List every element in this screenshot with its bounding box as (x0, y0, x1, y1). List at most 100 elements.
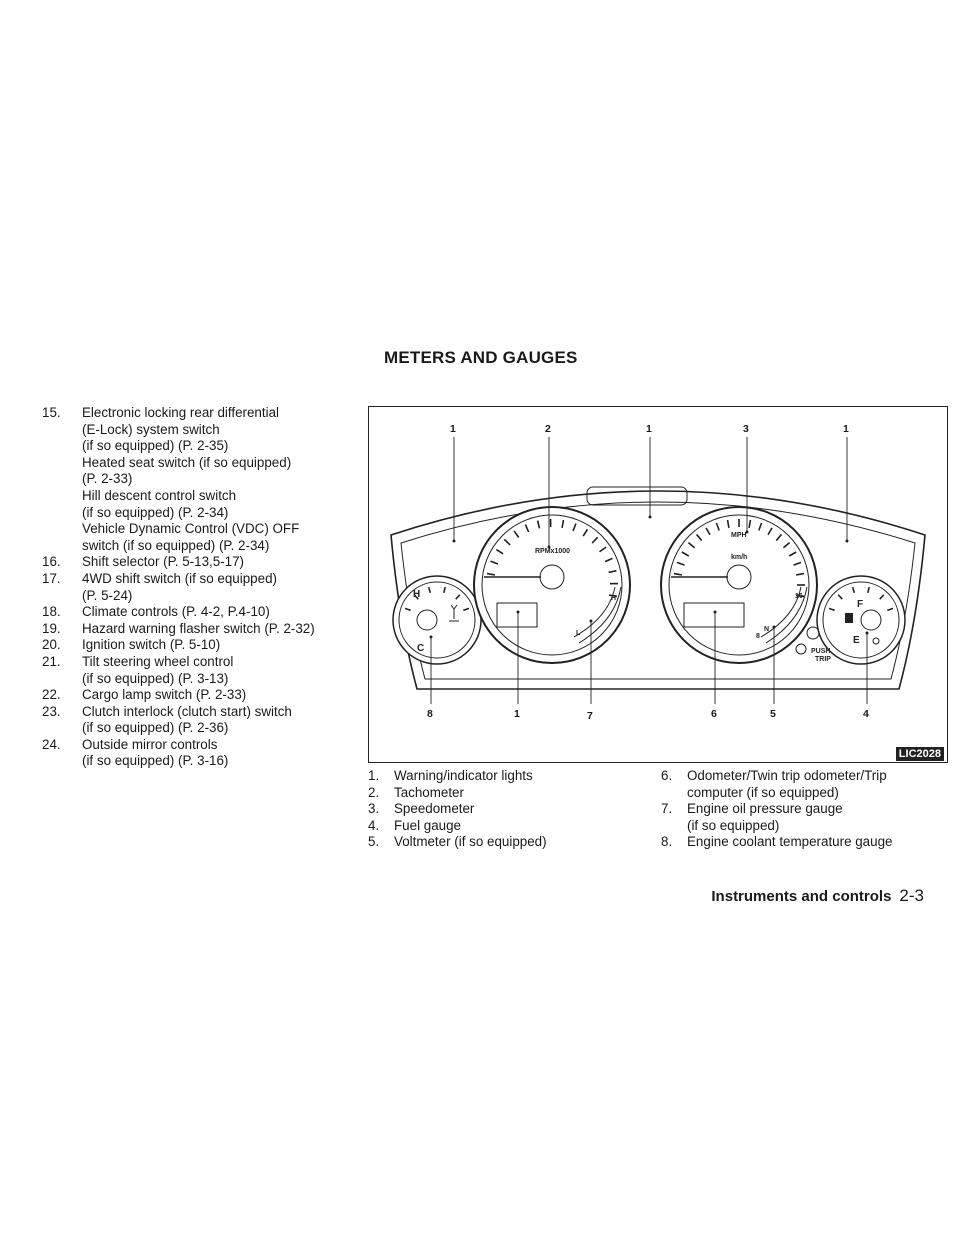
tachometer-dial (473, 506, 631, 664)
dial-tick (705, 527, 711, 536)
dial-tick (608, 594, 618, 598)
volt-n-label: N (764, 626, 769, 633)
legend-item-number: 2. (368, 784, 380, 800)
callout-top-1a: 1 (450, 423, 456, 435)
list-item-line: Climate controls (P. 4-2, P.4-10) (82, 604, 270, 620)
legend-item-number: 1. (368, 768, 380, 783)
callout-bottom-6: 6 (711, 708, 717, 720)
page-number: 2-3 (899, 886, 924, 905)
legend-item: 1.Warning/indicator lights (368, 768, 638, 785)
list-item-line: Heated seat switch (if so equipped) (82, 454, 292, 470)
list-item-line: switch (if so equipped) (P. 2-34) (82, 537, 270, 553)
dial-tick (608, 569, 617, 574)
list-item-number: 20. (42, 637, 61, 653)
dial-tick (793, 561, 802, 566)
dial-tick (887, 607, 894, 612)
dial-tick (591, 536, 599, 544)
dial-tick (676, 561, 685, 566)
legend-item-text: Tachometer (394, 785, 638, 802)
list-item-line: (if so equipped) (P. 3-13) (82, 670, 229, 686)
list-item-text: Ignition switch (P. 5-10) (82, 637, 362, 654)
legend-item-number: 5. (368, 834, 380, 850)
dial-tick (758, 522, 763, 531)
list-item-line: Outside mirror controls (82, 736, 218, 752)
list-item: 18.Climate controls (P. 4-2, P.4-10) (42, 604, 362, 621)
dial-tick (404, 607, 411, 612)
list-item-line: Tilt steering wheel control (82, 653, 234, 669)
cluster-illustration: H C RPMx1000 H L MPH km/h 16 8 N F E PUS… (390, 437, 926, 704)
list-item-line: Ignition switch (P. 5-10) (82, 637, 221, 653)
list-item-text: Climate controls (P. 4-2, P.4-10) (82, 604, 362, 621)
list-item-line: Clutch interlock (clutch start) switch (82, 703, 292, 719)
legend-item-line: Tachometer (394, 784, 464, 800)
dial-tick (795, 594, 805, 598)
callout-bottom-7: 7 (587, 710, 593, 722)
page-footer: Instruments and controls 2-3 (711, 886, 924, 906)
list-item-number: 22. (42, 687, 61, 703)
temperature-gauge (392, 575, 482, 665)
list-item-number: 19. (42, 620, 61, 636)
dial-tick (572, 523, 577, 532)
dial-tick (837, 594, 843, 600)
legend-item-number: 4. (368, 817, 380, 833)
legend-item-number: 8. (661, 834, 673, 850)
list-item-line: Hazard warning flasher switch (P. 2-32) (82, 620, 315, 636)
legend-item: 5. Voltmeter (if so equipped) (368, 834, 638, 851)
legend-item-line: (if so equipped) (687, 817, 780, 833)
legend-item-line: Odometer/Twin trip odometer/Trip (687, 768, 887, 783)
dial-tick (463, 607, 470, 612)
dial-tick (442, 586, 447, 594)
list-item-line: (if so equipped) (P. 2-34) (82, 504, 229, 520)
dial-tick (495, 548, 504, 555)
legend-item-text: Fuel gauge (394, 818, 638, 835)
dial-tick (715, 522, 720, 531)
list-item-text: Clutch interlock (clutch start) switch(i… (82, 704, 362, 737)
legend-item-line: Speedometer (394, 801, 475, 817)
list-item-text: 4WD shift switch (if so equipped)(P. 5-2… (82, 571, 362, 604)
dial-tick (726, 519, 730, 529)
legend-item-line: Voltmeter (if so equipped) (394, 834, 547, 850)
dial-tick (582, 528, 589, 537)
list-item-line: Shift selector (P. 5-13,5-17) (82, 554, 245, 570)
dial-tick (490, 560, 499, 565)
dial-tick (599, 546, 607, 553)
callout-top-1b: 1 (646, 423, 652, 435)
legend-item-line: Fuel gauge (394, 817, 462, 833)
legend-item-number: 7. (661, 801, 673, 817)
dial-tick (503, 538, 511, 546)
legend-item: 2. Tachometer (368, 785, 638, 802)
volt-8-label: 8 (756, 633, 760, 640)
dial-tick (695, 533, 703, 542)
dial-tick (681, 551, 690, 557)
list-item: 22.Cargo lamp switch (P. 2-33) (42, 687, 362, 704)
temp-h-label: H (413, 589, 420, 600)
list-item-line: Vehicle Dynamic Control (VDC) OFF (82, 521, 300, 537)
list-item-number: 23. (42, 703, 61, 719)
dial-tick (561, 519, 565, 529)
list-item-line: (E-Lock) system switch (82, 421, 220, 437)
oil-h-label: H (611, 595, 616, 602)
callout-top-2: 2 (545, 423, 551, 435)
legend-item: 4. Fuel gauge (368, 818, 638, 835)
push-label: PUSH (811, 648, 830, 655)
list-item-line: (if so equipped) (P. 2-36) (82, 720, 229, 736)
list-item-number: 24. (42, 736, 61, 752)
list-item: 24.Outside mirror controls(if so equippe… (42, 737, 362, 770)
callout-leaders (430, 437, 868, 704)
callout-top-1c: 1 (843, 423, 849, 435)
dial-tick (486, 572, 496, 576)
dial-ticks (404, 518, 894, 612)
list-item-line: (if so equipped) (P. 2-35) (82, 438, 229, 454)
list-item-text: Electronic locking rear differential(E-L… (82, 405, 362, 554)
trip-label: TRIP (815, 656, 831, 663)
legend-item-text: Speedometer (394, 801, 638, 818)
dial-tick (782, 541, 791, 549)
list-item: 20. Ignition switch (P. 5-10) (42, 637, 362, 654)
dial-tick (513, 530, 520, 538)
list-item-number: 15. (42, 405, 61, 420)
dial-tick (851, 586, 856, 594)
legend-item-number: 3. (368, 801, 380, 817)
fuel-e-label: E (853, 635, 860, 646)
